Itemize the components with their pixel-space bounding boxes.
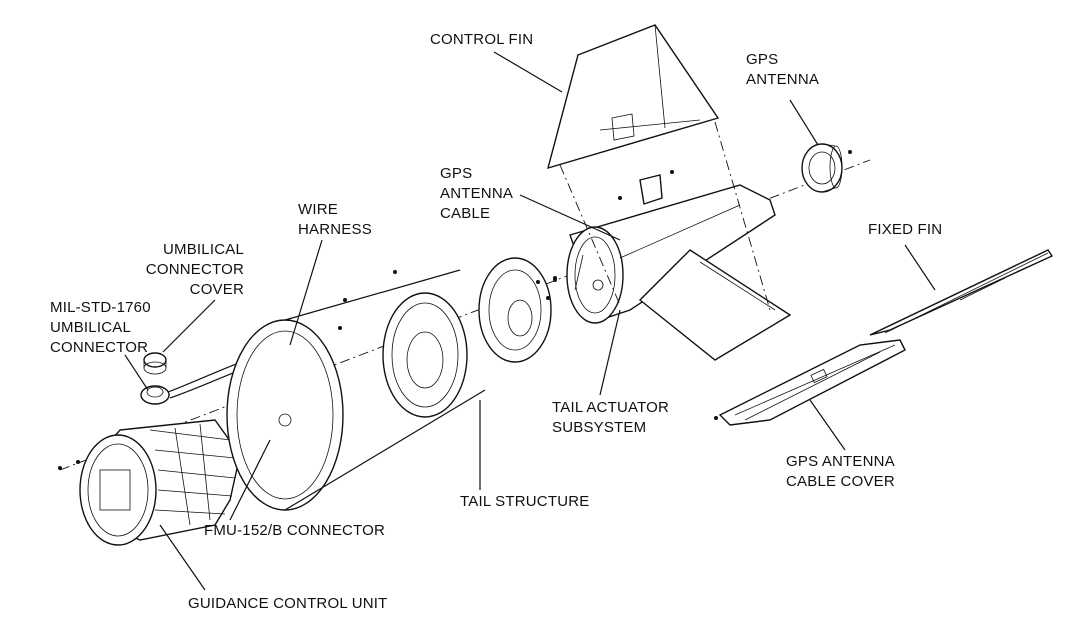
label-gps-antenna-cable-cover: GPS ANTENNA CABLE COVER (786, 452, 895, 492)
label-mil-std-line3: CONNECTOR (50, 339, 149, 356)
control-fin-part (547, 24, 771, 311)
label-mil-std-connector: MIL-STD-1760 UMBILICAL CONNECTOR (50, 298, 151, 358)
label-gps-antenna-cable-line1: GPS (440, 165, 473, 182)
guidance-control-unit-part (58, 419, 241, 546)
gps-antenna-cable-cover-part (714, 339, 906, 426)
label-control-fin-line1: CONTROL FIN (430, 31, 534, 48)
fixed-fin-part (869, 249, 1054, 336)
label-gps-antenna-line2: ANTENNA (746, 71, 820, 88)
label-fmu-connector-line1: FMU-152/B CONNECTOR (204, 522, 386, 539)
label-fmu-connector: FMU-152/B CONNECTOR (204, 521, 385, 541)
label-guidance-control-unit-line1: GUIDANCE CONTROL UNIT (188, 595, 388, 612)
label-gps-antenna-cable-line2: ANTENNA (440, 185, 514, 202)
fastener-dot (553, 276, 557, 280)
label-mil-std-line1: MIL-STD-1760 (50, 299, 151, 316)
gps-antenna-part (801, 143, 852, 193)
label-gps-antenna-line1: GPS (746, 51, 779, 68)
leader-lines (124, 51, 936, 591)
label-gps-antenna-cable-line3: CABLE (440, 205, 491, 222)
label-guidance-control-unit: GUIDANCE CONTROL UNIT (188, 594, 388, 614)
label-tail-structure: TAIL STRUCTURE (460, 492, 589, 512)
label-tail-actuator-subsystem: TAIL ACTUATOR SUBSYSTEM (552, 398, 669, 438)
label-umbilical-cover-line2: CONNECTOR (145, 261, 244, 278)
label-umbilical-cover-line1: UMBILICAL (163, 241, 244, 258)
umbilical-connector-part (140, 344, 293, 405)
label-fixed-fin-line1: FIXED FIN (868, 221, 943, 238)
tail-actuator-subsystem-part (566, 170, 792, 361)
fastener-dot (536, 280, 540, 284)
label-wire-harness: WIRE HARNESS (298, 200, 372, 240)
label-tail-structure-line1: TAIL STRUCTURE (460, 493, 590, 510)
label-umbilical-cover-line3: COVER (189, 281, 244, 298)
label-gps-antenna: GPS ANTENNA (746, 50, 819, 90)
label-gps-antenna-cable: GPS ANTENNA CABLE (440, 164, 513, 224)
tail-structure-part (226, 269, 486, 511)
label-tail-actuator-line2: SUBSYSTEM (552, 419, 647, 436)
label-wire-harness-line2: HARNESS (298, 221, 372, 238)
wire-harness-part (478, 257, 557, 363)
label-fixed-fin: FIXED FIN (868, 220, 942, 240)
label-cable-cover-line1: GPS ANTENNA (786, 453, 895, 470)
label-mil-std-line2: UMBILICAL (50, 319, 131, 336)
label-umbilical-connector-cover: UMBILICAL CONNECTOR COVER (124, 240, 244, 300)
label-control-fin: CONTROL FIN (430, 30, 533, 50)
label-wire-harness-line1: WIRE (298, 201, 338, 218)
label-cable-cover-line2: CABLE COVER (786, 473, 895, 490)
label-tail-actuator-line1: TAIL ACTUATOR (552, 399, 670, 416)
